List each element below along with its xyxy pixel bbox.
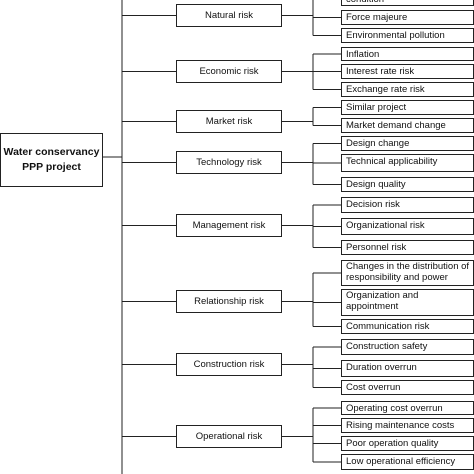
risk-factor-decision-risk: Decision risk: [341, 197, 474, 213]
risk-factor-low-operational-efficiency: Low operational efficiency: [341, 454, 474, 470]
risk-factor-poor-operation-quality: Poor operation quality: [341, 436, 474, 451]
risk-factor-organizational-risk: Organizational risk: [341, 218, 474, 235]
root-node-text: Water conservancy PPP project: [4, 145, 100, 175]
category-relationship-risk: Relationship risk: [176, 290, 282, 313]
risk-factor-condition: condition: [341, 0, 474, 6]
risk-factor-environmental-pollution: Environmental pollution: [341, 28, 474, 43]
root-node: Water conservancy PPP project: [0, 133, 103, 187]
risk-factor-cost-overrun: Cost overrun: [341, 380, 474, 395]
risk-factor-changes-in-the-distribution-of-responsibility-and-power: Changes in the distribution of responsib…: [341, 260, 474, 286]
category-construction-risk: Construction risk: [176, 353, 282, 376]
risk-factor-force-majeure: Force majeure: [341, 10, 474, 25]
risk-factor-interest-rate-risk: Interest rate risk: [341, 64, 474, 79]
risk-factor-design-quality: Design quality: [341, 177, 474, 192]
category-market-risk: Market risk: [176, 110, 282, 133]
risk-factor-market-demand-change: Market demand change: [341, 118, 474, 133]
risk-factor-exchange-rate-risk: Exchange rate risk: [341, 82, 474, 97]
risk-factor-similar-project: Similar project: [341, 100, 474, 115]
risk-factor-rising-maintenance-costs: Rising maintenance costs: [341, 418, 474, 433]
risk-factor-communication-risk: Communication risk: [341, 319, 474, 334]
category-natural-risk: Natural risk: [176, 4, 282, 27]
category-economic-risk: Economic risk: [176, 60, 282, 83]
risk-factor-technical-applicability: Technical applicability: [341, 154, 474, 172]
risk-factor-inflation: Inflation: [341, 47, 474, 61]
category-technology-risk: Technology risk: [176, 151, 282, 174]
root-title-line1: Water conservancy: [3, 146, 100, 158]
risk-factor-operating-cost-overrun: Operating cost overrun: [341, 401, 474, 415]
category-operational-risk: Operational risk: [176, 425, 282, 448]
category-management-risk: Management risk: [176, 214, 282, 237]
risk-factor-personnel-risk: Personnel risk: [341, 240, 474, 255]
risk-factor-construction-safety: Construction safety: [341, 339, 474, 355]
root-title-line2: PPP project: [22, 161, 81, 173]
connector-lines: [103, 0, 341, 474]
risk-factor-duration-overrun: Duration overrun: [341, 360, 474, 377]
risk-factor-organization-and-appointment: Organization and appointment: [341, 289, 474, 316]
risk-factor-design-change: Design change: [341, 136, 474, 151]
